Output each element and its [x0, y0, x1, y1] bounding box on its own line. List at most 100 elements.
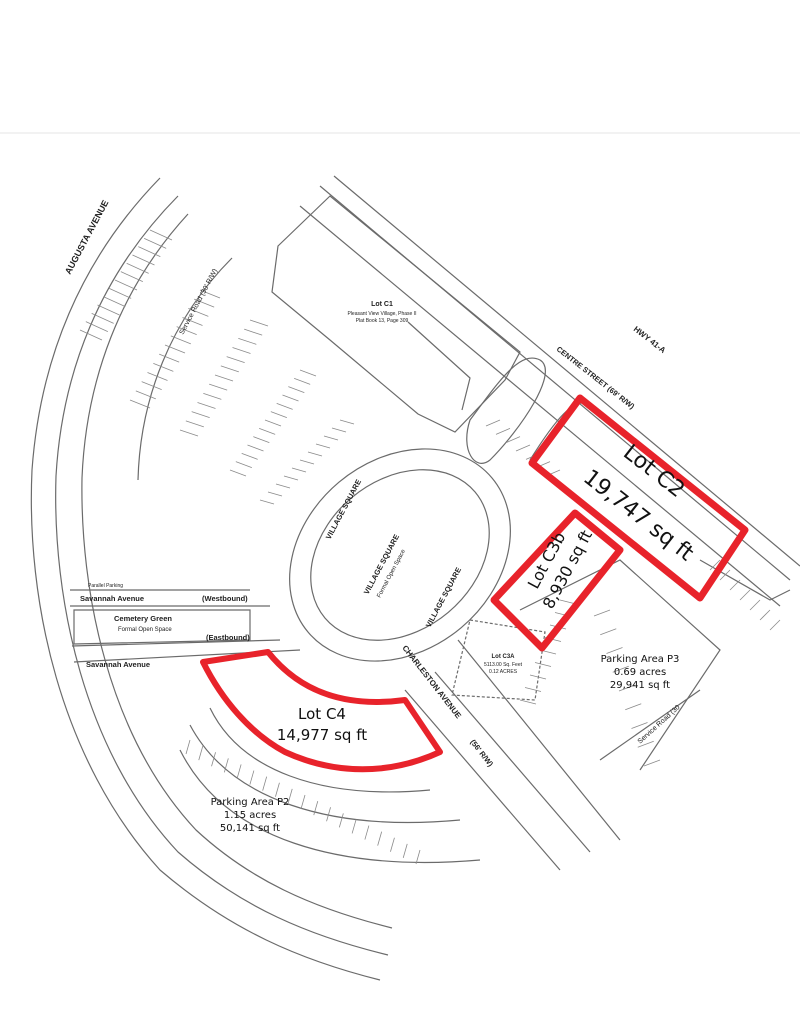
street-savannah-west: Savannah Avenue: [80, 594, 144, 603]
street-charleston-rw: (56' R/W): [468, 738, 495, 769]
lot-c1-sub2: Plat Book 13, Page 309: [356, 318, 409, 324]
parking-area-p3: Parking Area P3 0.69 acres 29,941 sq ft: [601, 654, 680, 691]
street-eastbound: (Eastbound): [206, 633, 250, 642]
parking-stall-line: [249, 319, 269, 327]
parking-stall-line: [291, 467, 307, 473]
parking-stall-line: [147, 372, 168, 381]
lot-c4[interactable]: Lot C4 14,977 sq ft: [200, 649, 443, 773]
parking-stall-line: [326, 807, 331, 822]
lot-c3a-name: Lot C3A: [492, 654, 516, 660]
parking-stall-line: [495, 427, 511, 435]
parking-stall-line: [198, 746, 204, 761]
parking-stall-line: [270, 411, 287, 419]
parking-stall-line: [288, 386, 305, 394]
parking-stall-line: [170, 335, 191, 345]
parking-stall-line: [185, 739, 191, 755]
parking-stall-line: [97, 304, 120, 316]
lot-c1-sub1: Pleasant View Village, Phase II: [347, 311, 416, 317]
parking-stall-line: [606, 647, 623, 654]
parking-stall-line: [749, 599, 761, 611]
parking-stall-line: [214, 374, 234, 382]
lot-c1: Lot C1 Pleasant View Village, Phase II P…: [347, 301, 416, 324]
parking-p3-acres: 0.69 acres: [614, 667, 666, 678]
parking-stall-line: [259, 427, 276, 435]
parking-p2-acres: 1.15 acres: [224, 810, 276, 821]
parking-stall-line: [390, 837, 395, 852]
parking-stall-line: [637, 740, 654, 748]
lot-c4-name: Lot C4: [298, 705, 346, 723]
parking-p3-name: Parking Area P3: [601, 654, 680, 665]
lot-c3b[interactable]: Lot C3b 8,930 sq ft: [490, 509, 624, 652]
parking-stall-line: [138, 246, 161, 258]
parking-stall-line: [203, 392, 222, 400]
parking-stall-line: [351, 819, 357, 834]
parking-stall-line: [164, 344, 186, 354]
parking-stall-line: [485, 419, 501, 427]
parking-stall-line: [282, 394, 299, 402]
parking-stall-line: [593, 609, 611, 617]
parking-stall-line: [313, 801, 319, 816]
parking-stall-line: [232, 347, 251, 354]
parking-stall-line: [103, 296, 126, 308]
parking-stall-line: [739, 589, 751, 601]
parking-stall-line: [226, 356, 245, 364]
street-village-square-north: VILLAGE SQUARE: [324, 478, 363, 541]
parking-stall-line: [185, 420, 204, 428]
lot-c3b-outline: [490, 509, 624, 652]
parking-stall-line: [505, 436, 521, 444]
parking-stall-line: [109, 287, 132, 299]
street-augusta: AUGUSTA AVENUE: [63, 198, 111, 276]
parking-stall-line: [194, 298, 215, 308]
parking-stall-line: [339, 419, 355, 425]
street-savannah-east: Savannah Avenue: [86, 660, 150, 669]
parking-stall-line: [287, 788, 293, 803]
parking-stall-line: [529, 674, 547, 680]
parking-stall-line: [262, 776, 268, 791]
lot-c2-outline: [528, 394, 749, 602]
parking-stall-line: [129, 399, 151, 409]
parking-stall-line: [153, 362, 174, 372]
parking-stall-line: [199, 289, 221, 299]
parking-stall-line: [159, 353, 180, 363]
parking-stall-line: [300, 794, 306, 810]
parking-stall-line: [264, 419, 282, 427]
street-westbound: (Westbound): [202, 594, 248, 603]
lot-c4-outline: [200, 649, 443, 773]
parking-stall-line: [188, 307, 209, 317]
parking-stall-line: [338, 813, 344, 828]
cemetery-green-sub: Formal Open Space: [118, 627, 172, 633]
parking-stall-line: [132, 254, 155, 266]
parking-stall-line: [515, 444, 531, 452]
parking-stall-line: [249, 770, 255, 785]
parking-stall-line: [235, 461, 252, 469]
parking-stall-line: [176, 326, 197, 336]
parking-stall-line: [144, 237, 167, 249]
street-service-road-east: Service Road (30: [637, 704, 682, 745]
parking-stall-line: [229, 469, 247, 477]
parallel-parking-label: Parallel Parking: [88, 583, 123, 589]
parking-stall-line: [191, 411, 210, 419]
parking-stall-line: [377, 831, 383, 846]
parking-stall-line: [709, 559, 721, 571]
parking-stall-line: [600, 628, 617, 636]
parking-stall-line: [126, 262, 149, 274]
parking-stall-line: [719, 569, 731, 581]
parking-stall-line: [294, 377, 311, 385]
parking-stall-line: [315, 443, 331, 449]
lot-c3a-area: 5113.00 Sq. Feet: [484, 662, 523, 668]
parking-stall-line: [323, 435, 339, 441]
parking-stall-line: [149, 229, 173, 241]
parking-stall-line: [197, 402, 216, 409]
parking-stall-line: [769, 619, 781, 631]
parking-stall-line: [211, 752, 216, 767]
parking-stall-line: [120, 271, 143, 283]
parking-stall-line: [135, 390, 156, 400]
street-service-road-west: Service Road (30' R/W): [179, 268, 220, 336]
street-village-square-east: VILLAGE SQUARE: [424, 566, 463, 629]
parking-stall-line: [331, 427, 347, 433]
parking-stall-line: [643, 759, 661, 767]
parking-stall-line: [275, 483, 291, 489]
parking-area-p2: Parking Area P2 1.15 acres 50,141 sq ft: [211, 797, 290, 834]
parking-stall-line: [524, 687, 542, 692]
